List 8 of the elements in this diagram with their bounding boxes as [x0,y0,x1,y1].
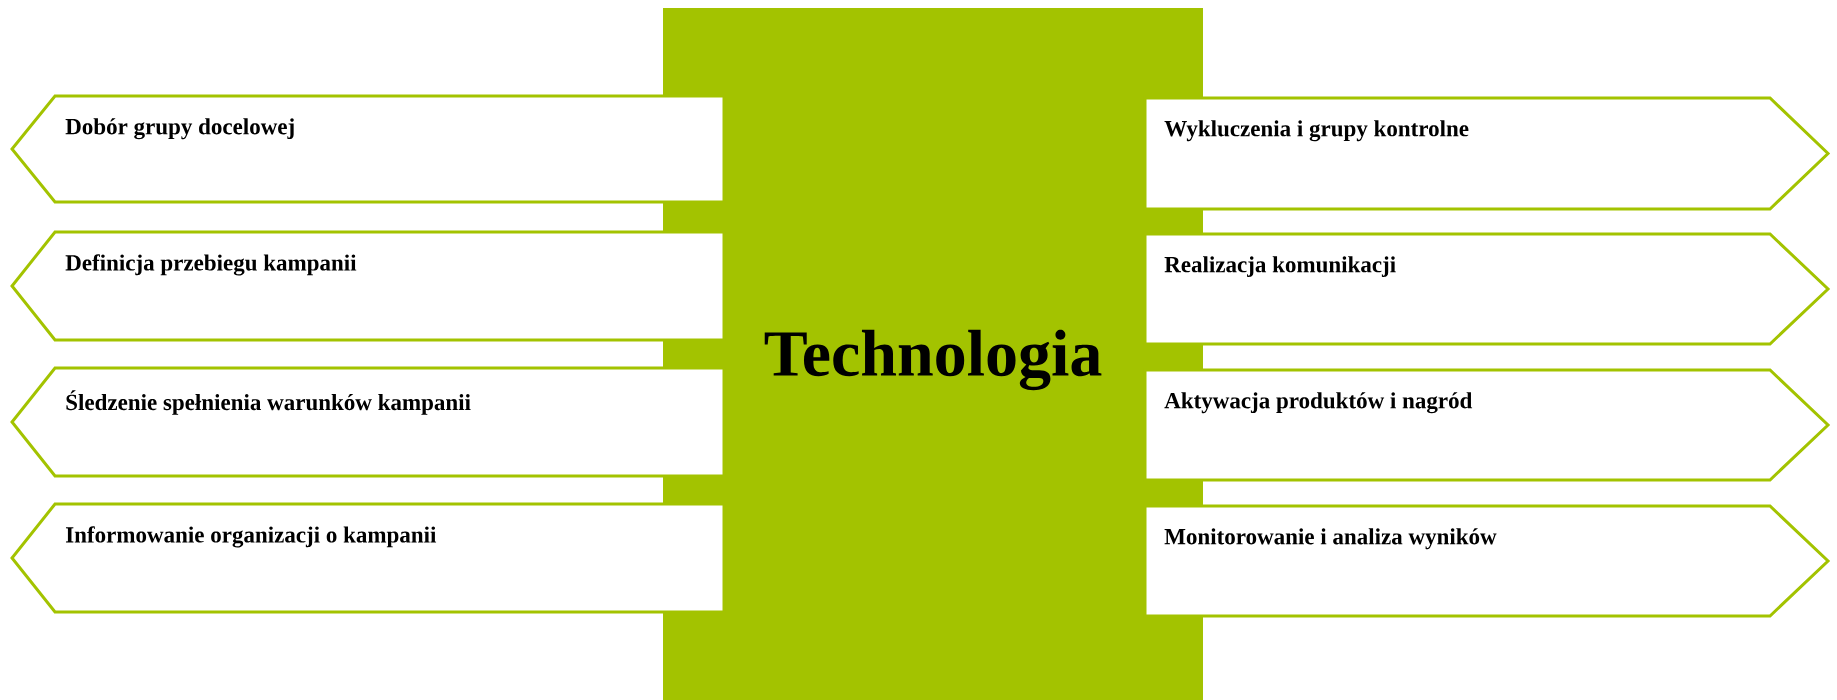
arrow-box: Informowanie organizacji o kampanii [10,502,726,614]
arrow-box: Śledzenie spełnienia warunków kampanii [10,366,726,478]
arrow-box: Dobór grupy docelowej [10,94,726,204]
arrow-box: Realizacja komunikacji [1143,232,1831,346]
arrow-box: Definicja przebiegu kampanii [10,230,726,342]
arrow-box: Monitorowanie i analiza wyników [1143,504,1831,618]
arrow-box: Aktywacja produktów i nagród [1143,368,1831,482]
arrow-box: Wykluczenia i grupy kontrolne [1143,96,1831,211]
